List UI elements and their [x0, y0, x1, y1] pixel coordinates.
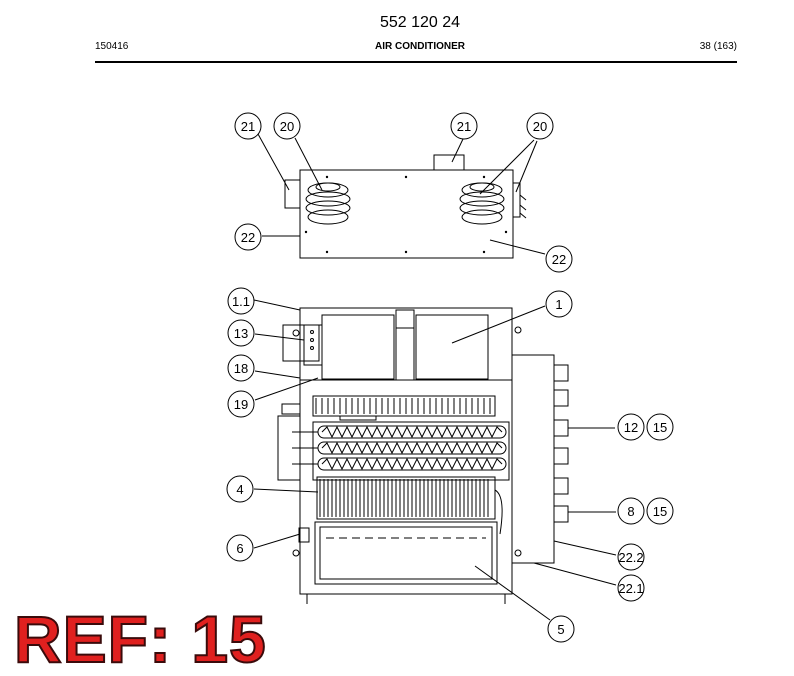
callout-circles: [226, 112, 674, 643]
callout-22-2: 22.2: [618, 550, 643, 565]
leader-lines: [253, 133, 617, 621]
page-number: 38 (163): [699, 41, 737, 52]
date-code: 150416: [95, 41, 129, 52]
callout-8: 8: [627, 504, 634, 519]
main-housing: [282, 307, 522, 604]
electrical-box: [303, 324, 323, 366]
callout-12: 12: [624, 420, 638, 435]
callout-4: 4: [236, 482, 243, 497]
drain-tray: [298, 521, 498, 585]
section-title: AIR CONDITIONER: [375, 41, 465, 52]
callout-5: 5: [557, 622, 564, 637]
header-divider: [95, 61, 737, 63]
callout-22-right: 22: [552, 252, 566, 267]
callout-1-1: 1.1: [232, 294, 250, 309]
callout-15-upper: 15: [653, 420, 667, 435]
callout-20-left: 20: [280, 119, 294, 134]
callout-labels: 21 20 21 20 22 22 1.1 1 13 18 19 12 15 4…: [232, 119, 667, 637]
document-number: 552 120 24: [379, 14, 461, 31]
callout-21-left: 21: [241, 119, 255, 134]
callout-15-lower: 15: [653, 504, 667, 519]
side-bracket-right: [511, 354, 569, 564]
top-housing: [284, 154, 527, 259]
callout-20-right: 20: [533, 119, 547, 134]
evaporator-coil: [316, 476, 503, 535]
top-fan-right: [459, 182, 505, 225]
top-fan-left: [305, 182, 351, 225]
callout-19: 19: [234, 397, 248, 412]
side-bracket-left: [277, 403, 301, 481]
condenser-coil-top: [312, 395, 496, 421]
callout-6: 6: [236, 541, 243, 556]
heater-rows: [292, 421, 510, 481]
callout-22-1: 22.1: [618, 581, 643, 596]
callout-21-right: 21: [457, 119, 471, 134]
reference-label: REF: 15: [13, 602, 267, 676]
callout-1: 1: [555, 297, 562, 312]
callout-13: 13: [234, 326, 248, 341]
callout-18: 18: [234, 361, 248, 376]
callout-22-left: 22: [241, 230, 255, 245]
